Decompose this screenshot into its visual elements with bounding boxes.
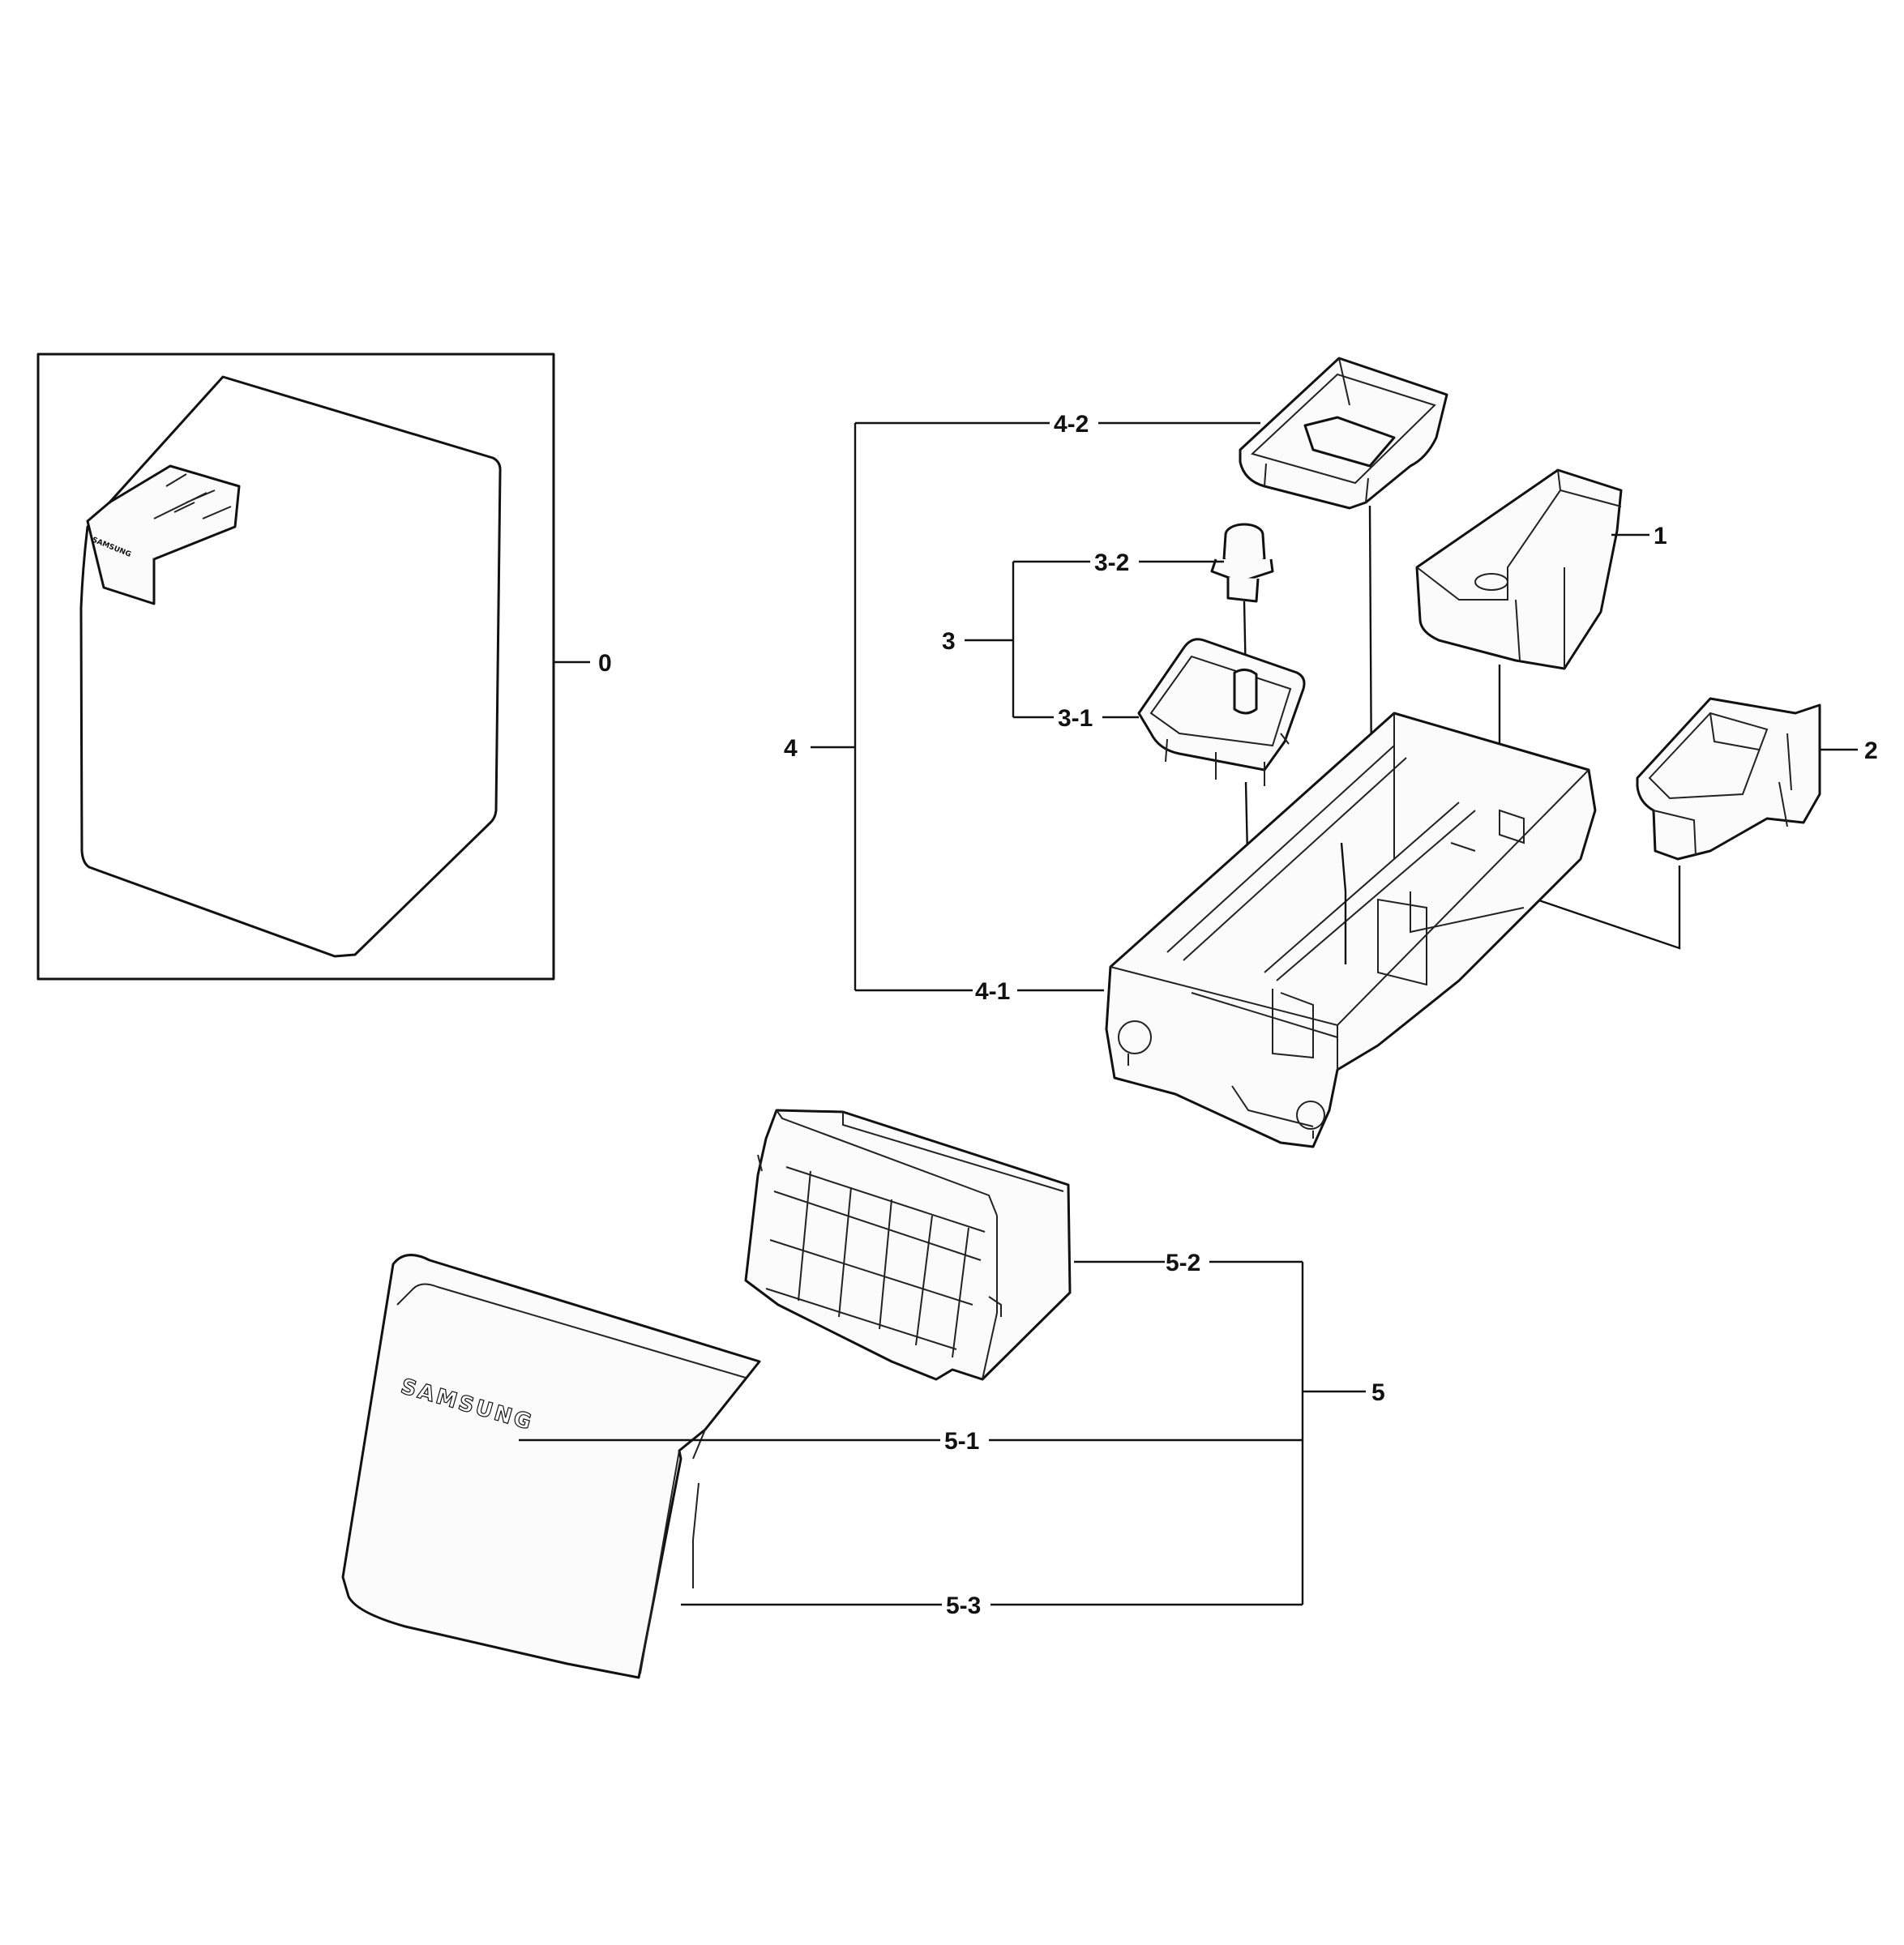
part-3-2-cap — [1210, 523, 1274, 603]
part-5-2-drawer-body — [744, 1109, 1072, 1381]
leader-bracket-5 — [519, 1260, 1366, 1606]
callout-5-2: 5-2 — [1166, 1250, 1200, 1276]
callout-3: 3 — [942, 628, 956, 655]
part-4-1-housing — [1105, 712, 1597, 1148]
callout-3-2: 3-2 — [1094, 549, 1129, 576]
callout-5: 5 — [1371, 1379, 1385, 1406]
callout-0: 0 — [598, 650, 612, 677]
part-2-prewash-cup — [1636, 697, 1821, 861]
callout-3-1: 3-1 — [1058, 705, 1093, 732]
assembly-dispenser-thumbnail: SAMSUNG — [86, 464, 241, 605]
part-5-1-drawer-panel: SAMSUNG — [341, 1254, 761, 1679]
part-4-2-tray — [1239, 357, 1448, 510]
part-1-detergent-cup — [1415, 468, 1623, 670]
callout-4: 4 — [784, 735, 798, 762]
callout-4-2: 4-2 — [1054, 411, 1089, 438]
callout-5-1: 5-1 — [944, 1428, 979, 1455]
callout-5-3: 5-3 — [946, 1592, 981, 1619]
callout-2: 2 — [1864, 737, 1878, 764]
leader-bracket-4 — [811, 421, 1260, 992]
assembly-overview-box: SAMSUNG — [36, 353, 555, 981]
leader-hub-to-housing — [1340, 842, 1347, 964]
callout-1: 1 — [1654, 523, 1667, 549]
callout-4-1: 4-1 — [975, 978, 1010, 1005]
part-3-1-cup — [1137, 638, 1306, 786]
leader-bracket-3 — [965, 560, 1224, 719]
